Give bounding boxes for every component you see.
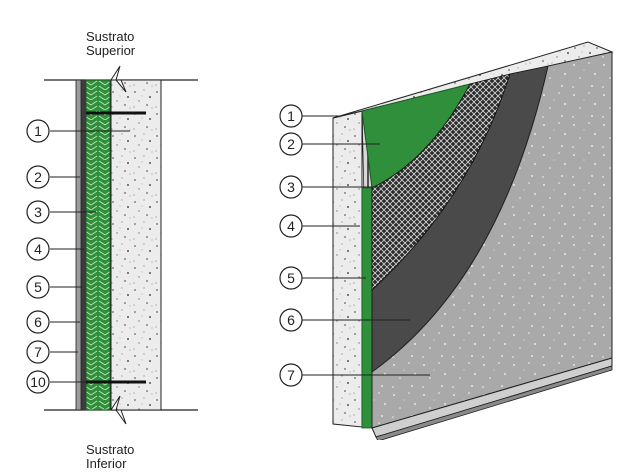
- iso-callout-5: 5: [279, 266, 366, 290]
- wall-system-diagram: 1 2 3 4 5: [26, 41, 614, 440]
- bottom-substrate-label-line2: Inferior: [86, 456, 127, 471]
- iso-finish-coat: [371, 51, 613, 429]
- section-callout-4: 4: [26, 237, 84, 261]
- section-callout-6-text: 6: [34, 314, 42, 330]
- section-callout-1: 1: [26, 119, 130, 143]
- iso-callouts: 1 2 3 4 5: [279, 104, 430, 387]
- iso-callout-6: 6: [279, 308, 410, 332]
- top-substrate-label-line1: Sustrato: [86, 29, 135, 44]
- insulation-board-section: [85, 79, 111, 411]
- section-callout-3: 3: [26, 200, 96, 224]
- bottom-substrate-label-line1: Sustrato: [86, 442, 135, 457]
- iso-callout-7: 7: [279, 363, 430, 387]
- iso-callout-7-text: 7: [287, 367, 295, 383]
- iso-starter-track-lip: [375, 365, 613, 440]
- section-callout-7-text: 7: [34, 344, 42, 360]
- section-callout-2-text: 2: [34, 169, 42, 185]
- top-break-symbol: [110, 65, 127, 93]
- isometric-view: [332, 41, 614, 440]
- section-callout-10-text: 10: [30, 374, 46, 390]
- iso-callout-6-text: 6: [287, 312, 295, 328]
- iso-callout-1-text: 1: [287, 108, 295, 124]
- iso-substrate-edge: [332, 110, 363, 428]
- iso-callout-5-text: 5: [287, 270, 295, 286]
- substrate-wall: [110, 79, 162, 411]
- base-coat-section: [81, 80, 86, 410]
- iso-callout-3: 3: [279, 175, 380, 199]
- section-callout-1-text: 1: [34, 123, 42, 139]
- iso-callout-2: 2: [279, 132, 380, 156]
- section-callout-5: 5: [26, 275, 82, 299]
- top-substrate-label-line2: Superior: [86, 43, 136, 58]
- section-callout-4-text: 4: [34, 241, 42, 257]
- section-callouts: 1 2 3 4 5: [26, 119, 130, 394]
- section-callout-6: 6: [26, 310, 80, 334]
- section-callout-3-text: 3: [34, 204, 42, 220]
- section-callout-10: 10: [26, 370, 90, 394]
- cross-section: [44, 65, 198, 425]
- section-callout-2: 2: [26, 165, 80, 189]
- iso-callout-4: 4: [279, 214, 360, 238]
- iso-callout-1: 1: [279, 104, 340, 128]
- iso-callout-3-text: 3: [287, 179, 295, 195]
- section-callout-5-text: 5: [34, 279, 42, 295]
- section-callout-7: 7: [26, 340, 78, 364]
- iso-callout-2-text: 2: [287, 136, 295, 152]
- bottom-break-symbol: [110, 395, 127, 425]
- finish-coat-section: [75, 79, 82, 411]
- iso-callout-4-text: 4: [287, 218, 295, 234]
- iso-insulation-edge: [361, 187, 373, 429]
